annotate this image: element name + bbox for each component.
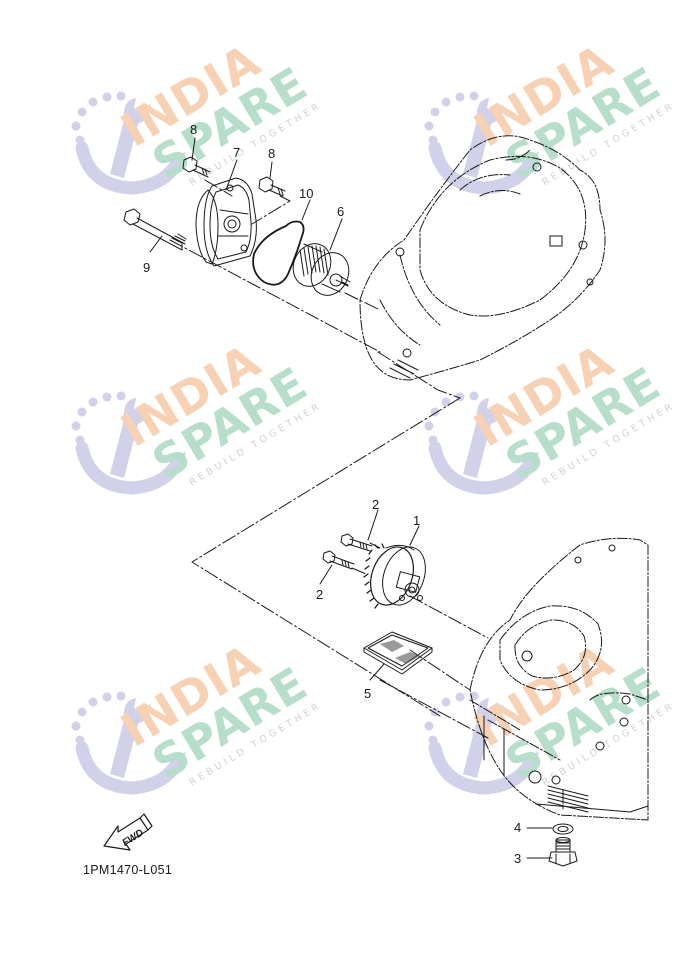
crankcase-cover <box>359 135 606 381</box>
crankcase-cover-details <box>389 162 594 379</box>
callout-2-upper[interactable]: 2 <box>372 497 380 512</box>
part-9-long-bolt[interactable] <box>123 208 187 251</box>
callout-9[interactable]: 9 <box>143 260 151 275</box>
part-3-drain-plug[interactable] <box>548 837 578 867</box>
callout-1[interactable]: 1 <box>413 513 421 528</box>
callout-2-lower[interactable]: 2 <box>316 587 324 602</box>
crankcase-lower <box>469 537 649 821</box>
part-7-filter-cover[interactable] <box>195 177 257 267</box>
callout-4[interactable]: 4 <box>514 820 522 835</box>
part-6-oil-filter[interactable] <box>286 237 355 301</box>
callout-5[interactable]: 5 <box>364 686 372 701</box>
part-5-oil-strainer[interactable] <box>363 631 433 675</box>
callout-7[interactable]: 7 <box>233 145 241 160</box>
callout-8-left[interactable]: 8 <box>190 122 198 137</box>
callout-6[interactable]: 6 <box>337 204 345 219</box>
callout-10[interactable]: 10 <box>299 186 314 201</box>
part-2-bolt-upper[interactable] <box>340 533 373 552</box>
leader-lines <box>149 137 553 859</box>
reference-lines <box>169 179 564 811</box>
watermark-logo <box>72 17 325 204</box>
part-10-o-ring[interactable] <box>252 220 305 286</box>
watermark-logo <box>425 317 678 504</box>
part-2-bolt-lower[interactable] <box>322 550 355 570</box>
part-4-gasket[interactable] <box>552 823 574 835</box>
callout-8-right[interactable]: 8 <box>268 146 276 161</box>
watermark-logo <box>72 617 325 804</box>
watermark-logo <box>72 317 325 504</box>
callout-3[interactable]: 3 <box>514 851 522 866</box>
diagram-code: 1PM1470-L051 <box>83 863 173 877</box>
watermark-layer <box>72 17 678 804</box>
watermark-logo <box>425 17 678 204</box>
part-1-oil-pump[interactable] <box>363 541 433 611</box>
crankcase-lower-details <box>483 544 649 813</box>
fwd-arrow-icon <box>103 813 153 851</box>
watermark-logo <box>425 617 678 804</box>
part-8-bolt-right[interactable] <box>258 176 286 197</box>
part-8-bolt-left[interactable] <box>182 156 211 178</box>
